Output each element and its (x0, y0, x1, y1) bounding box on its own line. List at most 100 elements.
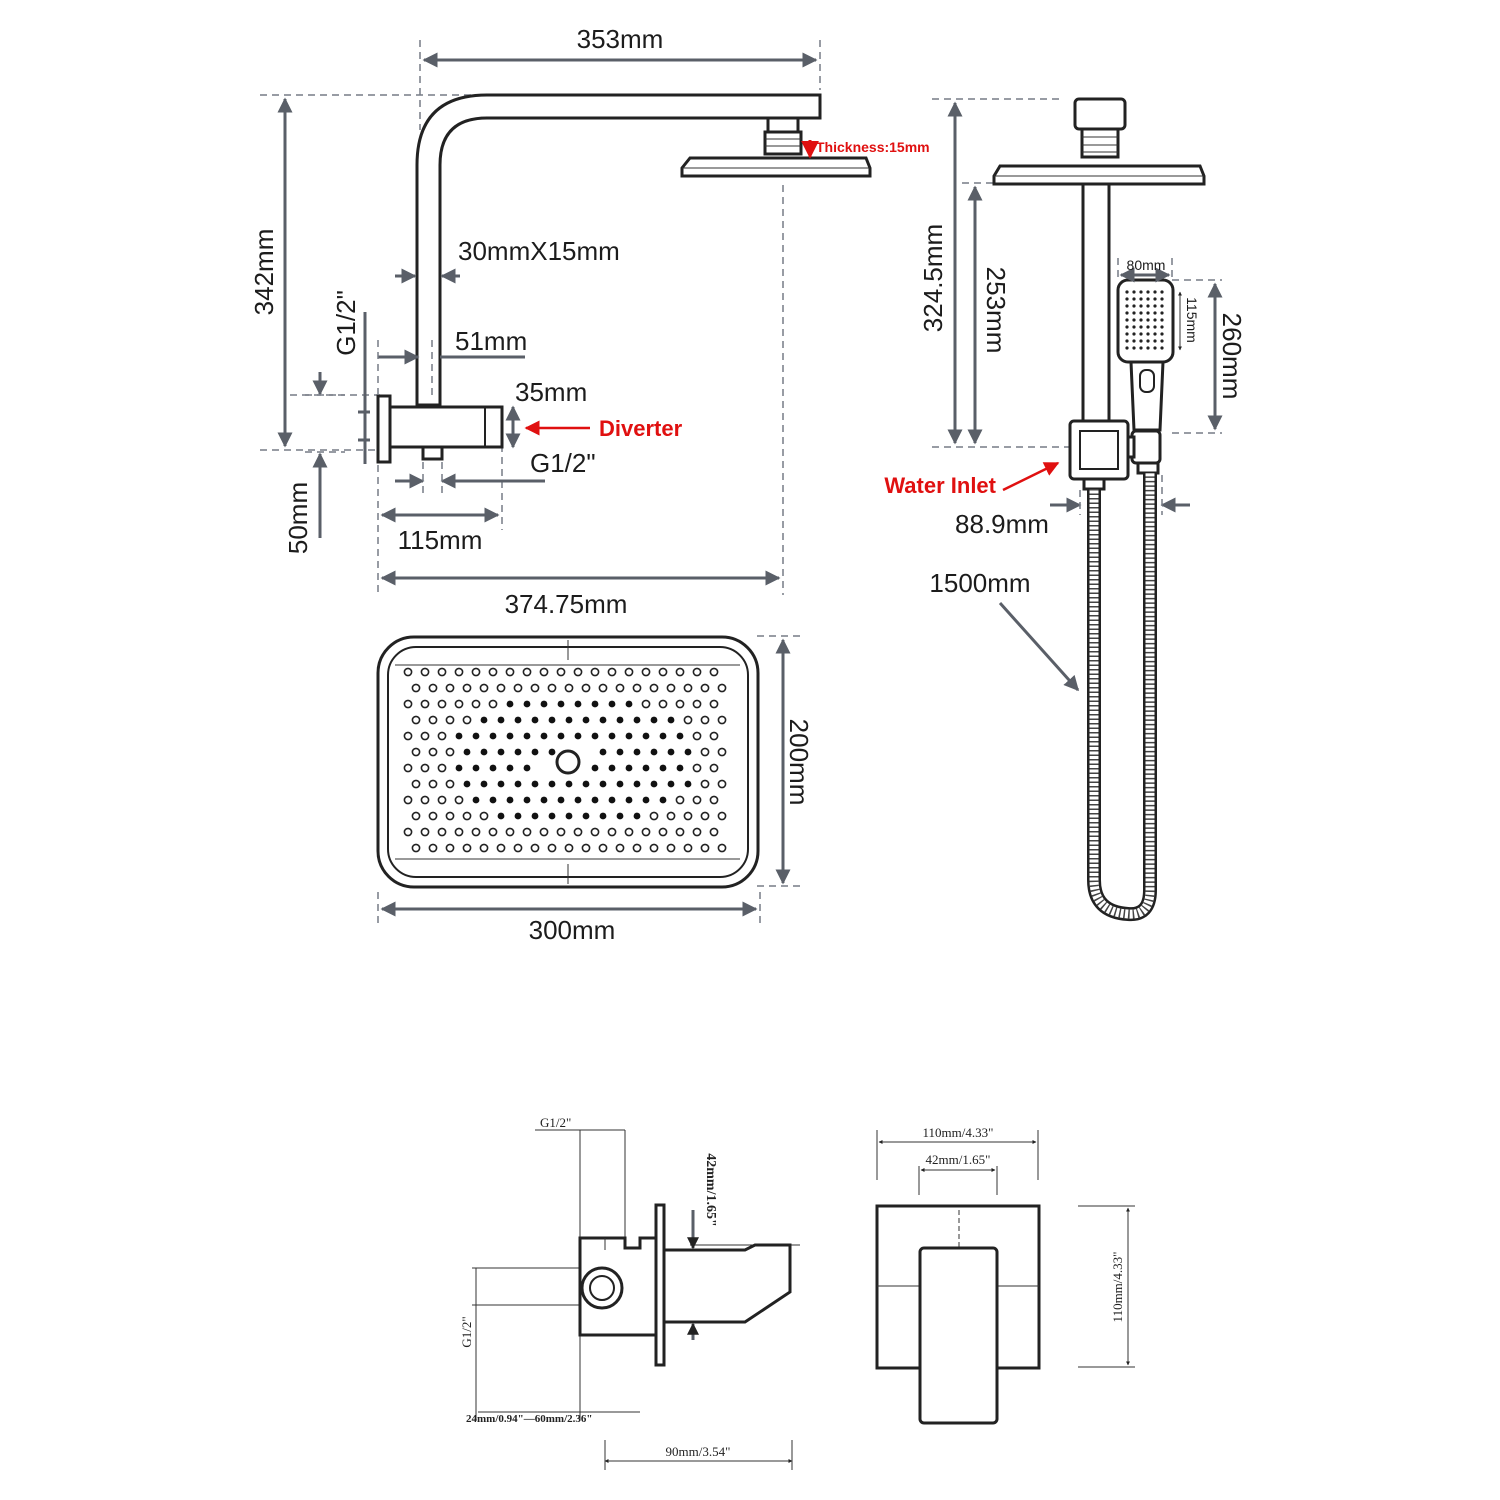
handshower-nozzle (1146, 290, 1150, 294)
label-1500: 1500mm (929, 568, 1030, 598)
shower-arm (415, 93, 822, 407)
nozzle (548, 716, 556, 724)
nozzle (641, 827, 651, 837)
nozzle (692, 667, 702, 677)
nozzle (683, 715, 693, 725)
nozzle (428, 811, 438, 821)
handshower-nozzle (1160, 339, 1164, 343)
nozzle (411, 747, 421, 757)
wall-flange (376, 394, 392, 464)
label-115: 115mm (398, 525, 483, 555)
nozzle (700, 811, 710, 821)
nozzle (659, 732, 667, 740)
nozzle (513, 683, 523, 693)
nozzle (625, 796, 633, 804)
nozzle (411, 843, 421, 853)
nozzle (506, 796, 514, 804)
nozzle (582, 780, 590, 788)
nozzle (709, 795, 719, 805)
handshower-nozzle (1132, 339, 1136, 343)
nozzle (522, 827, 532, 837)
nozzle (505, 667, 515, 677)
nozzle (649, 811, 659, 821)
valve-lever-side (662, 1243, 792, 1324)
handshower-button (1139, 369, 1155, 393)
nozzle (582, 812, 590, 820)
nozzle (717, 747, 727, 757)
nozzle (700, 715, 710, 725)
nozzle (632, 683, 642, 693)
nozzle (709, 827, 719, 837)
nozzle (641, 667, 651, 677)
nozzle (692, 763, 702, 773)
nozzle (445, 779, 455, 789)
nozzle (497, 780, 505, 788)
rain-head-profile (680, 156, 872, 178)
nozzle (513, 843, 523, 853)
nozzle (717, 715, 727, 725)
label-80: 80mm (1127, 257, 1166, 273)
nozzle (659, 764, 667, 772)
handshower-nozzle (1146, 332, 1150, 336)
nozzle (650, 780, 658, 788)
nozzle (479, 811, 489, 821)
label-valve-42: 42mm/1.65" (703, 1153, 718, 1227)
handshower-nozzle (1160, 332, 1164, 336)
arm-swivel-nut (763, 130, 803, 156)
label-front-110-h: 110mm/4.33" (1110, 1252, 1125, 1323)
handshower-nozzle (1153, 297, 1157, 301)
label-front-42: 42mm/1.65" (926, 1152, 991, 1167)
nozzle (428, 747, 438, 757)
nozzle (403, 731, 413, 741)
handshower-nozzle (1153, 290, 1157, 294)
system-side-view: 324.5mm 253mm 80mm 115mm 260mm Water Inl… (884, 97, 1247, 922)
valve-port (580, 1266, 624, 1310)
handshower-nozzle (1132, 290, 1136, 294)
nozzle (624, 827, 634, 837)
nozzle (462, 811, 472, 821)
nozzle (445, 683, 455, 693)
handshower-holder (1130, 429, 1162, 465)
label-30x15: 30mmX15mm (458, 236, 620, 266)
nozzle (454, 795, 464, 805)
nozzle (581, 843, 591, 853)
nozzle (591, 796, 599, 804)
label-253: 253mm (981, 267, 1011, 354)
handshower-nozzle (1153, 311, 1157, 315)
nozzle (523, 732, 531, 740)
handshower-nozzle (1146, 346, 1150, 350)
nozzle (582, 716, 590, 724)
handshower-nozzle (1125, 304, 1129, 308)
nozzle (480, 780, 488, 788)
handshower-nozzle (1146, 325, 1150, 329)
nozzle (531, 780, 539, 788)
nozzle (709, 667, 719, 677)
nozzle (692, 827, 702, 837)
nozzle (411, 811, 421, 821)
nozzle (658, 667, 668, 677)
nozzle (479, 843, 489, 853)
nozzle (411, 779, 421, 789)
nozzle (615, 843, 625, 853)
nozzle (496, 683, 506, 693)
nozzle (497, 716, 505, 724)
nozzle (658, 827, 668, 837)
center-nozzle (555, 749, 581, 775)
nozzle (530, 683, 540, 693)
nozzle (599, 716, 607, 724)
nozzle (709, 731, 719, 741)
handshower-nozzle (1146, 297, 1150, 301)
handshower-nozzle (1160, 318, 1164, 322)
label-200: 200mm (784, 719, 814, 806)
nozzle (700, 747, 710, 757)
nozzle (523, 796, 531, 804)
rain-head-plan-view: 200mm 300mm (376, 635, 814, 945)
nozzle (454, 827, 464, 837)
nozzle (608, 796, 616, 804)
handshower-nozzle (1125, 318, 1129, 322)
handshower-nozzle (1139, 346, 1143, 350)
label-35: 35mm (515, 377, 587, 407)
ceiling-nut (1080, 127, 1120, 159)
valve-front-view: 110mm/4.33" 42mm/1.65" 110mm/4.33" (875, 1125, 1135, 1425)
handshower-nozzle (1146, 339, 1150, 343)
